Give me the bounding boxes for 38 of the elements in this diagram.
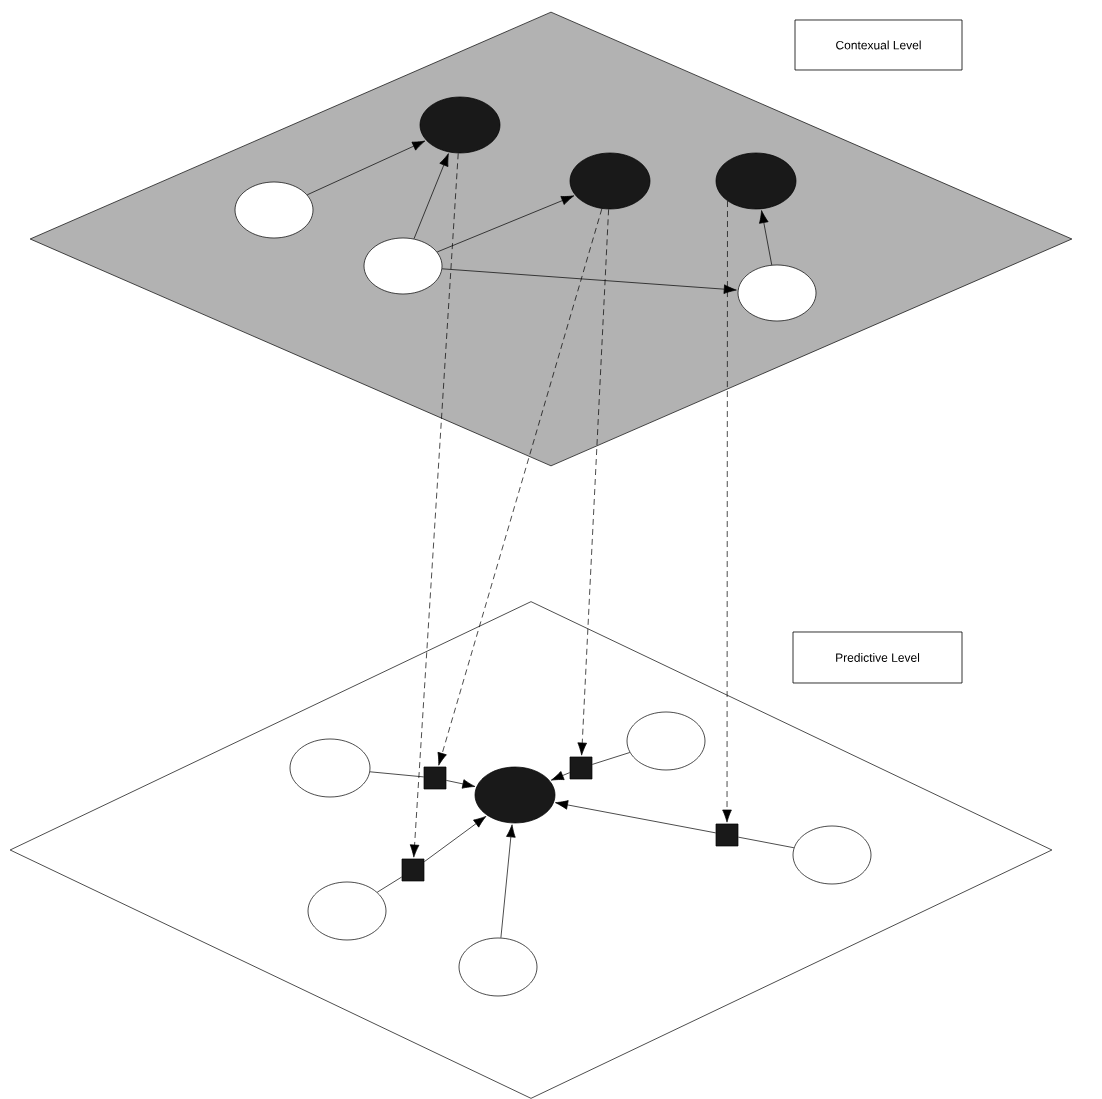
ellipse-node — [234, 181, 314, 239]
line — [592, 752, 631, 765]
arrow — [441, 268, 737, 294]
line — [376, 876, 402, 893]
arrow — [306, 140, 426, 196]
filled-ellipse-node — [474, 766, 556, 824]
ellipse-node — [737, 264, 817, 322]
dashed-arrow — [409, 152, 459, 858]
arrow — [413, 153, 449, 240]
ellipse-node — [626, 711, 706, 771]
arrow — [550, 771, 570, 781]
plane — [9, 601, 1053, 1099]
plane — [29, 11, 1073, 467]
arrow — [424, 816, 487, 862]
dashed-arrow — [577, 209, 609, 756]
arrow — [500, 824, 516, 939]
factor-square — [423, 766, 447, 790]
dashed-arrow — [722, 200, 732, 823]
ellipse-node — [458, 937, 538, 997]
label-box: Contexual Level — [794, 19, 963, 71]
factor-square — [569, 756, 593, 780]
arrow — [759, 210, 773, 266]
arrow — [555, 800, 716, 834]
ellipse-node — [363, 237, 443, 295]
factor-square — [401, 858, 425, 882]
ellipse-node — [289, 738, 371, 798]
filled-ellipse-node — [419, 96, 501, 154]
arrow — [446, 779, 476, 789]
ellipse-node — [792, 825, 872, 885]
label-box: Predictive Level — [792, 631, 963, 684]
dashed-arrow — [437, 208, 603, 766]
arrow — [436, 195, 575, 253]
line — [738, 836, 795, 849]
filled-ellipse-node — [715, 152, 797, 210]
filled-ellipse-node — [569, 152, 651, 210]
ellipse-node — [307, 881, 387, 941]
factor-square — [715, 823, 739, 847]
line — [369, 771, 424, 778]
